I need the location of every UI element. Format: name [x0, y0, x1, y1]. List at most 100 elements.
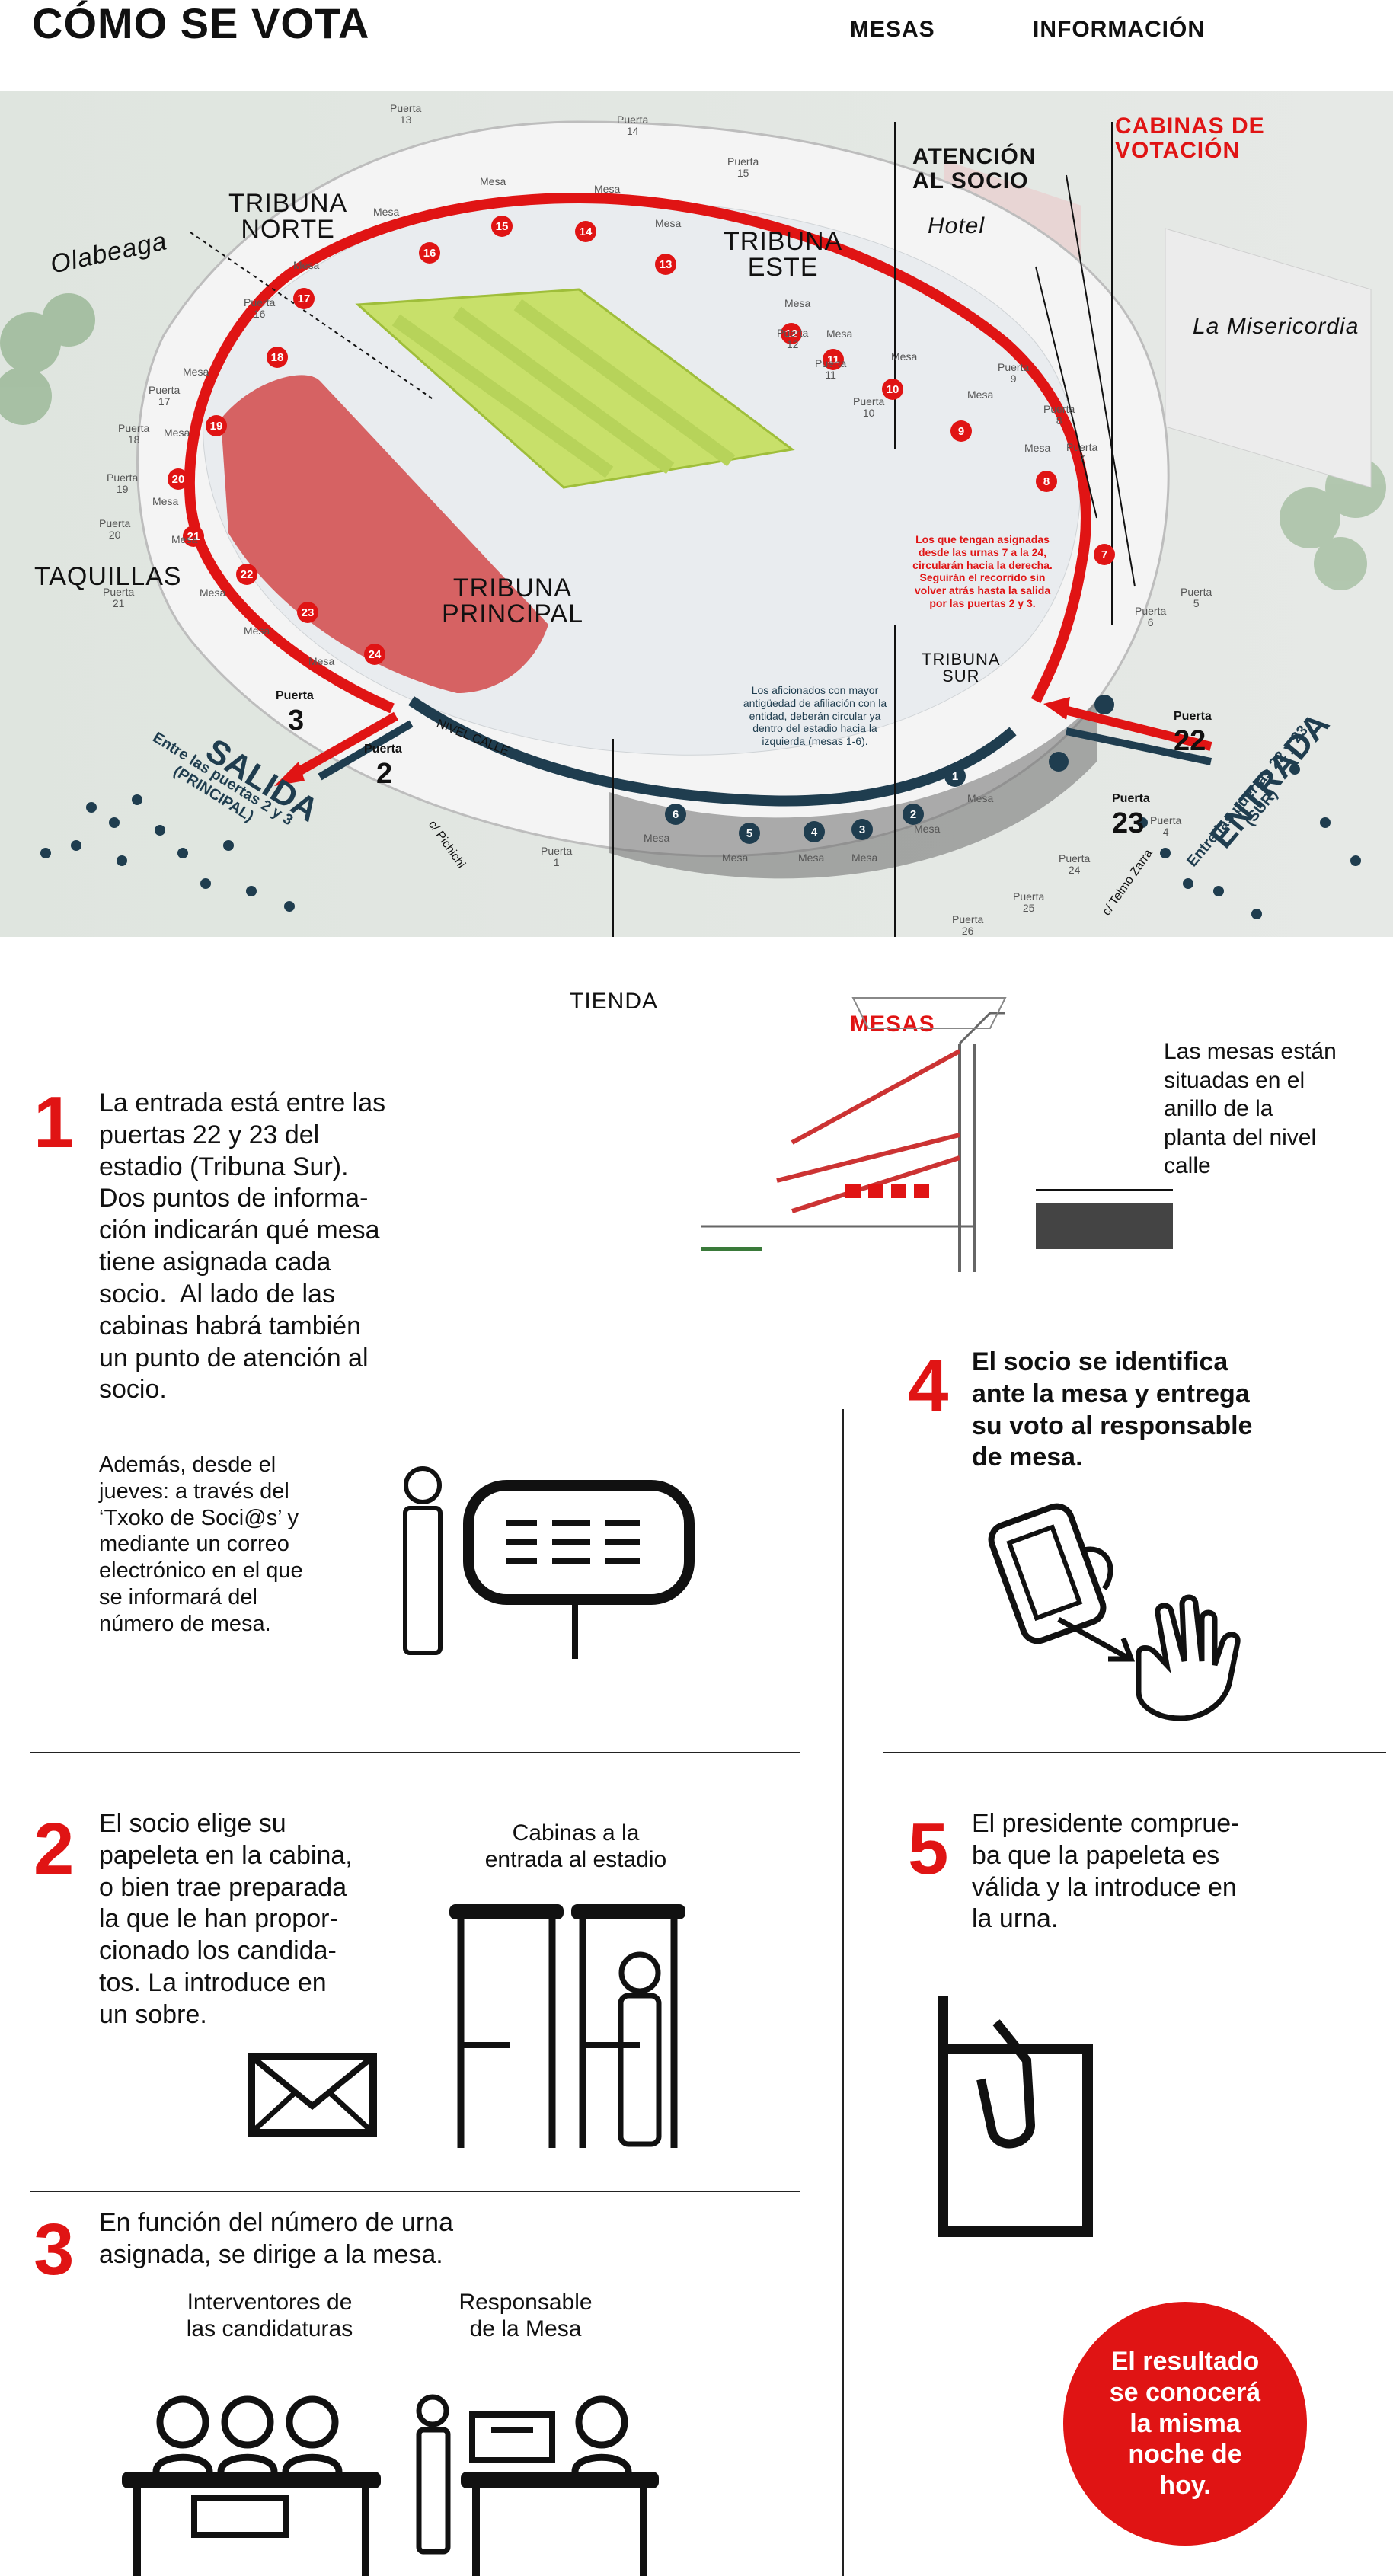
- note-right-route: Los que tengan asignadas desde las urnas…: [912, 533, 1053, 609]
- section-note: Las mesas están situadas en el anillo de…: [1164, 1039, 1337, 1178]
- header-label-cabinas: CABINAS DE VOTACIÓN: [1115, 113, 1265, 163]
- step-5-number: 5: [908, 1808, 949, 1890]
- divider-step1-step2: [30, 1752, 800, 1753]
- label-tribuna-sur: TRIBUNA SUR: [922, 650, 1001, 686]
- mesa-label: Mesa: [293, 259, 320, 271]
- table-number-red: 21: [183, 526, 204, 547]
- table-number-red: 23: [297, 602, 318, 623]
- step-2-text: El socio elige su papeleta en la cabina,…: [99, 1809, 353, 2029]
- mesa-label: Mesa: [373, 206, 400, 218]
- info-point-icon: [1049, 752, 1069, 772]
- step-3-number: 3: [34, 2209, 75, 2290]
- result-text: El resultado se conocerá la misma noche …: [1109, 2347, 1261, 2501]
- step-1-extra: Además, desde el jueves: a través del ‘T…: [99, 1453, 303, 1636]
- header-label-mesas: MESAS: [850, 17, 935, 42]
- misericordia-building: [1165, 228, 1372, 488]
- page-title: CÓMO SE VOTA: [32, 0, 370, 47]
- step-4-text: El socio se identifica ante la mesa y en…: [972, 1347, 1253, 1472]
- step-1-number: 1: [34, 1082, 75, 1163]
- table-number-red: 18: [267, 347, 288, 368]
- table-number-blue: 5: [739, 823, 760, 844]
- pointer-line-cabinas: [1066, 174, 1136, 587]
- table-number-red: 16: [419, 242, 440, 264]
- table-number-red: 11: [823, 349, 844, 370]
- table-number-red: 8: [1036, 471, 1057, 492]
- pitch-stripes: [391, 299, 736, 478]
- table-number-blue: 6: [665, 804, 686, 825]
- puerta-22-word: Puerta: [1174, 710, 1212, 723]
- table-number-red: 7: [1094, 544, 1115, 565]
- label-tribuna-principal: TRIBUNA PRINCIPAL: [442, 574, 583, 628]
- label-taquillas: TAQUILLAS: [34, 562, 182, 591]
- table-number-red: 19: [206, 415, 227, 436]
- header-label-informacion: INFORMACIÓN: [1033, 17, 1205, 42]
- ballot-box-illustration: [938, 1996, 1093, 2237]
- puerta-3-word: Puerta: [276, 689, 314, 702]
- result-badge: El resultado se conocerá la misma noche …: [1063, 2302, 1307, 2546]
- mesa-label: Mesa: [480, 175, 506, 187]
- table-number-blue: 4: [804, 821, 825, 842]
- mesa-label: Mesa: [171, 533, 198, 545]
- exit-arrow-navy: [318, 720, 414, 781]
- entry-arrow-navy: [1065, 727, 1212, 765]
- crowd-exit: [40, 794, 295, 912]
- voting-booths-illustration: [248, 1904, 685, 2148]
- route-red: [184, 192, 1091, 714]
- step-5-text: El presidente comprue- ba que la papelet…: [972, 1809, 1240, 1934]
- table-number-red: 13: [655, 254, 676, 275]
- exit-arrow-red-head: [274, 762, 305, 786]
- pointer-line-olabeaga: [190, 232, 435, 401]
- label-tribuna-norte: TRIBUNA NORTE: [228, 189, 348, 244]
- mesa-label: Mesa: [967, 388, 994, 401]
- table-number-red: 14: [575, 221, 596, 242]
- puerta-2-number: 2: [376, 758, 393, 790]
- mesa-label: Mesa: [967, 792, 994, 804]
- identify-illustration: [988, 1503, 1241, 1721]
- pointer-line-atencion: [1035, 266, 1097, 519]
- puerta-3-number: 3: [288, 705, 305, 737]
- puerta-22-number: 22: [1174, 725, 1206, 757]
- trees-left: [0, 293, 95, 425]
- cabinas-label: Cabinas a la entrada al estadio: [484, 1820, 667, 1872]
- info-point-illustration: [403, 1466, 695, 1659]
- mesa-label: Mesa: [784, 297, 811, 309]
- pitch: [355, 288, 795, 489]
- table-number-blue: 2: [903, 804, 924, 825]
- label-tienda: TIENDA: [570, 989, 659, 1014]
- mesa-label: Mesa: [308, 655, 335, 667]
- step-2-number: 2: [34, 1808, 75, 1890]
- vertical-divider: [842, 1409, 844, 2576]
- table-number-red: 17: [293, 288, 315, 309]
- step-1-text: La entrada está entre las puertas 22 y 2…: [99, 1088, 386, 1405]
- table-number-red: 20: [168, 468, 189, 490]
- mesa-label: Mesa: [722, 852, 749, 864]
- note-left-route: Los aficionados con mayor antigüedad de …: [743, 684, 887, 748]
- mesa-label: Mesa: [891, 350, 918, 363]
- entry-arrow-red: [1057, 704, 1212, 751]
- table-number-red: 15: [491, 216, 513, 237]
- mesa-label: Mesa: [914, 823, 941, 835]
- step-4-number: 4: [908, 1345, 949, 1427]
- mesa-label: Mesa: [200, 586, 226, 599]
- stadium-facade: [609, 701, 1097, 879]
- mesa-label: Mesa: [655, 217, 682, 229]
- mesa-label: Mesa: [851, 852, 878, 864]
- info-point-icon: [1094, 695, 1114, 714]
- label-tribuna-este: TRIBUNA ESTE: [724, 227, 843, 282]
